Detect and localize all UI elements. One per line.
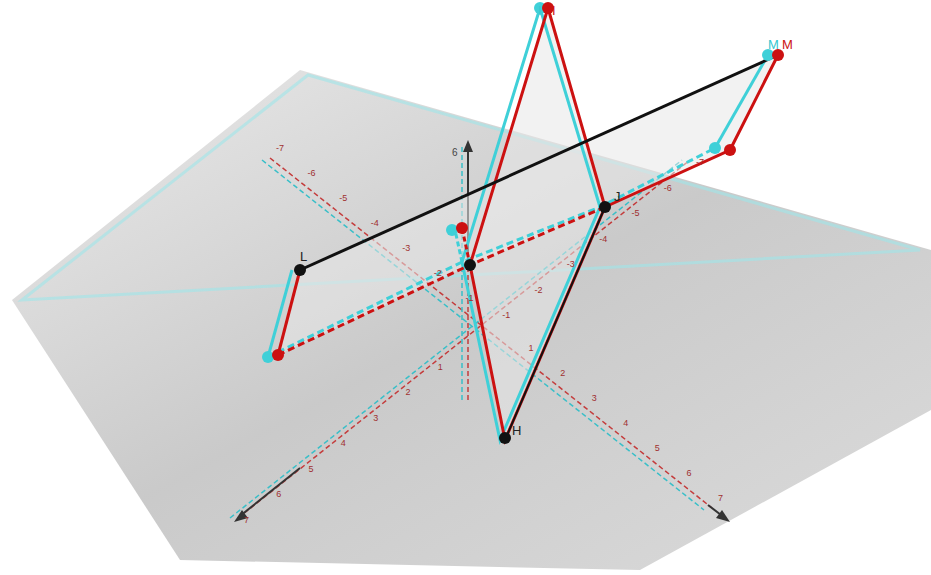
tick-number: 1 [438,363,443,372]
tick-number: 7 [718,494,723,503]
tick-number: 7 [244,516,249,525]
tick-number: -5 [631,209,639,218]
tick-number: -7 [696,158,704,167]
tick-number: -1 [502,311,510,320]
tick-number: 4 [341,439,346,448]
tick-number: 2 [560,369,565,378]
tick-number: 6 [452,148,458,158]
tick-number: -4 [599,235,607,244]
tick-number: 3 [592,394,597,403]
point-label: M [768,38,779,51]
tick-number: -3 [567,260,575,269]
tick-number: 2 [405,388,410,397]
point-label: L [300,250,307,263]
tick-number: -4 [371,219,379,228]
tick-number: -3 [402,244,410,253]
tick-number: -6 [664,184,672,193]
tick-number: 5 [655,444,660,453]
point-label: I [538,4,542,17]
cyan-lines [268,8,768,440]
tick-number: -5 [339,194,347,203]
point-label: J [614,190,621,203]
tick-number: 3 [373,414,378,423]
tick-number: 6 [686,469,691,478]
point-label: H [512,424,521,437]
tick-number: -2 [535,286,543,295]
tick-number: -6 [308,169,316,178]
tick-number: 6 [276,490,281,499]
plane-face [470,8,605,440]
tick-number: 1 [529,344,534,353]
segment [300,55,778,270]
point-label: I [552,4,556,17]
point-label: M [782,38,793,51]
segment [505,207,605,440]
tick-number: -7 [276,144,284,153]
red-lines [278,8,778,440]
tick-number: 4 [623,419,628,428]
plane-edge [22,75,920,300]
tick-number: -2 [434,269,442,278]
tick-number: 5 [309,465,314,474]
ground-plane [12,70,931,570]
points [262,2,784,444]
tick-number: -1 [465,294,473,303]
